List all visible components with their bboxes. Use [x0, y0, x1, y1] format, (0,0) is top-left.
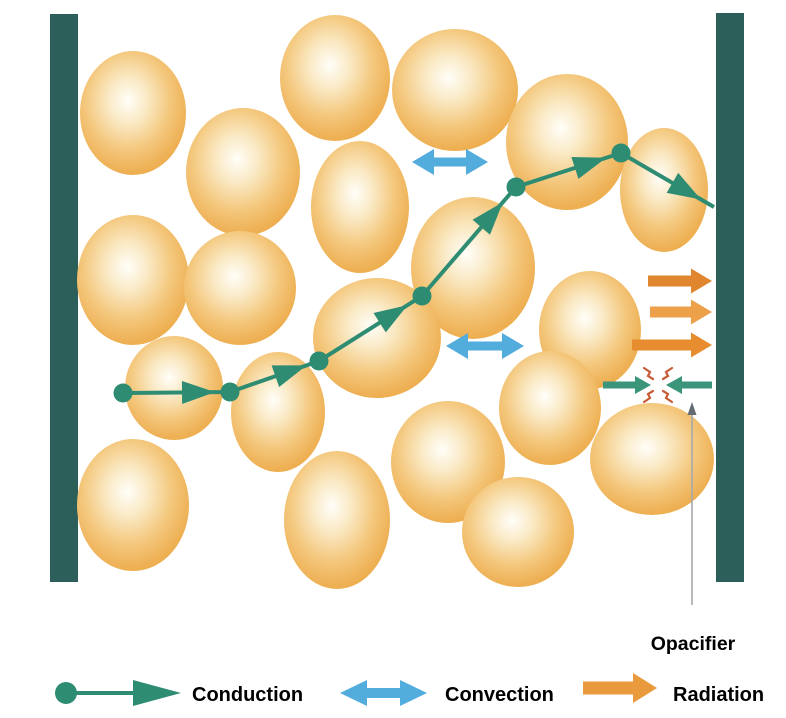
particle-sphere — [506, 74, 628, 210]
cold-wall-right — [716, 13, 744, 582]
opacifier-pointer-arrowhead — [687, 402, 697, 415]
conduction-contact-node — [506, 177, 526, 197]
conduction-contact-node — [309, 351, 329, 371]
particle-sphere — [499, 351, 601, 465]
convection-arrow — [446, 333, 524, 359]
radiation-arrow — [632, 332, 712, 358]
opacifier-scatter-burst-ray — [642, 366, 655, 381]
opacifier-scatter-burst-ray — [661, 389, 674, 404]
hot-wall-left — [50, 14, 78, 582]
opacifier-left-arrow — [603, 376, 651, 394]
conduction-contact-node — [412, 286, 432, 306]
particle-sphere — [77, 439, 189, 571]
conduction-arrowhead — [373, 305, 408, 333]
conduction-arrowhead — [472, 202, 503, 235]
opacifier-scatter-burst-ray — [642, 389, 655, 404]
particle-sphere — [125, 336, 223, 440]
conduction-arrowhead — [271, 365, 307, 388]
particle-sphere — [462, 477, 574, 587]
conduction-arrowhead — [571, 156, 607, 179]
legend-conduction-arrowhead — [133, 680, 181, 706]
particle-sphere — [280, 15, 390, 141]
legend-convection-arrow — [340, 680, 427, 706]
particle-sphere — [311, 141, 409, 273]
particle-sphere — [620, 128, 708, 252]
particle-sphere — [392, 29, 518, 151]
conduction-contact-node — [611, 143, 631, 163]
conduction-arrowhead — [666, 172, 701, 200]
particle-sphere — [186, 108, 300, 236]
legend-label-radiation: Radiation — [673, 684, 764, 706]
conduction-contact-node — [220, 382, 240, 402]
convection-arrow — [412, 149, 488, 175]
particle-sphere — [184, 231, 296, 345]
conduction-contact-node — [113, 383, 133, 403]
particle-sphere — [284, 451, 390, 589]
particle-sphere — [77, 215, 189, 345]
radiation-arrow — [648, 268, 712, 294]
conduction-arrowhead — [181, 380, 216, 404]
opacifier-right-arrow — [666, 376, 712, 394]
opacifier-label: Opacifier — [651, 633, 736, 655]
radiation-arrow — [650, 299, 712, 325]
particle-sphere — [590, 403, 714, 515]
particle-sphere — [411, 197, 535, 339]
legend-radiation-arrow — [583, 673, 657, 703]
particle-sphere — [313, 278, 441, 398]
legend-label-conduction: Conduction — [192, 684, 303, 706]
particle-sphere — [391, 401, 505, 523]
particle-sphere — [80, 51, 186, 175]
legend-label-convection: Convection — [445, 684, 554, 706]
opacifier-scatter-burst-ray — [661, 366, 674, 381]
